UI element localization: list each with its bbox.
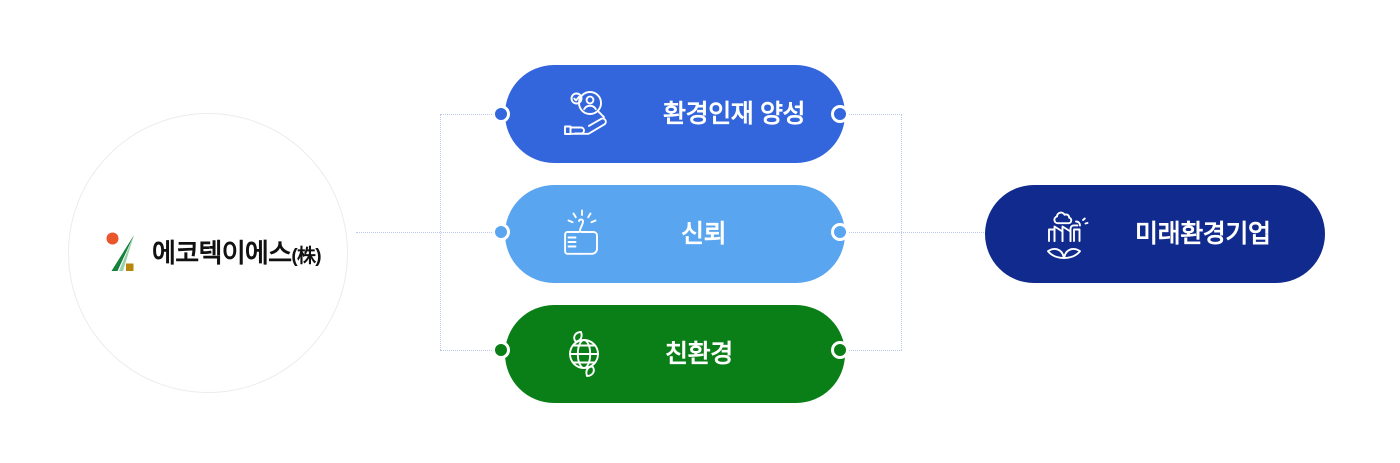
connector-trunk-to-outcome [846,232,988,233]
value-card-trust-label: 신뢰 [681,219,727,248]
node-dot-trust-left [492,223,510,241]
outcome-card-label: 미래환경기업 [1135,219,1271,248]
hand-magnifier-person-icon [557,88,613,140]
connector-left-trunk [440,114,441,350]
value-card-eco-label: 친환경 [665,339,733,368]
value-card-talent[interactable]: 환경인재 양성 [505,65,845,163]
node-dot-talent-left [492,105,510,123]
brand-name: 에코텍이에스(株) [152,238,322,268]
value-card-trust[interactable]: 신뢰 [505,185,845,283]
thumbs-up-icon [557,208,613,260]
globe-leaves-icon [557,328,613,380]
connector-right-branch-bottom [846,350,902,351]
node-dot-eco-left [492,341,510,359]
brand-lockup: 에코텍이에스(株) [103,231,322,275]
connector-right-branch-top [846,114,902,115]
connector-brand-to-trunk [356,232,502,233]
node-dot-trust-right [831,223,849,241]
outcome-card-future-eco-company[interactable]: 미래환경기업 [985,185,1325,283]
factory-leaves-icon [1035,207,1093,261]
brand-name-text: 에코텍이에스 [152,238,292,268]
node-dot-talent-right [831,105,849,123]
ecotech-leaf-slash-logo-icon [106,232,135,271]
connector-left-branch-top [440,114,502,115]
connector-left-branch-bottom [440,350,502,351]
node-dot-eco-right [831,341,849,359]
value-card-eco[interactable]: 친환경 [505,305,845,403]
brand-name-suffix: (株) [291,246,321,267]
value-card-talent-label: 환경인재 양성 [663,99,806,128]
brand-circle [68,113,348,393]
brand-lockup-wrapper: 에코텍이에스(株) [68,113,348,393]
